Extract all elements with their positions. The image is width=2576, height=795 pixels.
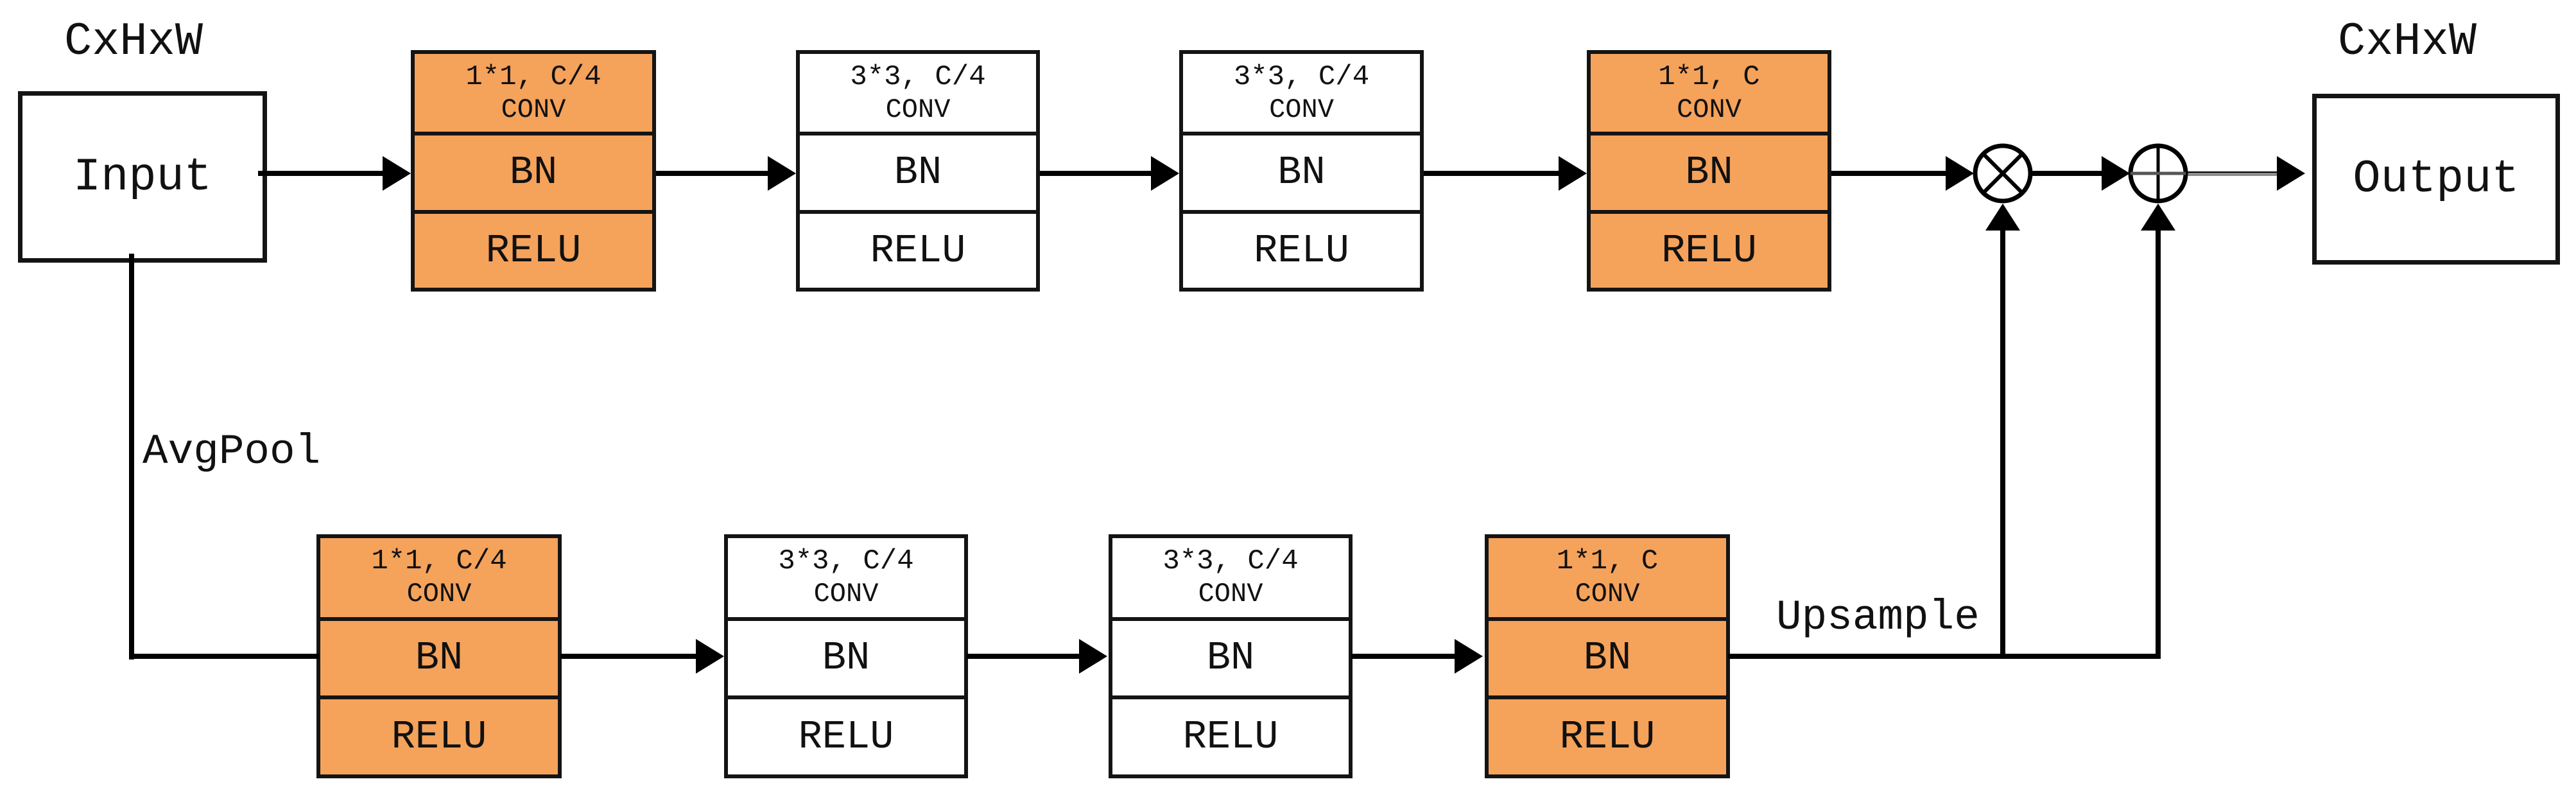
conv-block-bottom-4: 1*1, C CONV BN RELU bbox=[1485, 534, 1730, 778]
conv-label: CONV bbox=[813, 579, 879, 610]
arrowhead-up-icon bbox=[2141, 204, 2175, 231]
bn-row: BN bbox=[1183, 132, 1420, 209]
arrow-block4-to-multiply bbox=[1831, 171, 1948, 176]
arrowhead-icon bbox=[2102, 156, 2130, 191]
arrow-block5-to-block6 bbox=[560, 654, 698, 659]
arrowhead-up-icon bbox=[1985, 204, 2020, 231]
add-operator-icon bbox=[2128, 143, 2188, 204]
arrowhead-icon bbox=[1946, 156, 1974, 191]
input-box-label: Input bbox=[73, 150, 212, 204]
arrow-multiply-to-add bbox=[2030, 171, 2104, 176]
conv-label: CONV bbox=[885, 94, 951, 125]
bn-row: BN bbox=[415, 132, 652, 209]
conv-label: CONV bbox=[1677, 94, 1742, 125]
conv-block-bottom-3: 3*3, C/4 CONV BN RELU bbox=[1109, 534, 1353, 778]
relu-row: RELU bbox=[320, 695, 558, 774]
conv-row: 1*1, C/4 CONV bbox=[415, 54, 652, 132]
kernel-size-label: 3*3, C/4 bbox=[850, 60, 986, 93]
relu-row: RELU bbox=[1112, 695, 1349, 774]
conv-block-top-4: 1*1, C CONV BN RELU bbox=[1587, 50, 1831, 292]
conv-row: 3*3, C/4 CONV bbox=[800, 54, 1036, 132]
relu-row: RELU bbox=[1591, 209, 1828, 288]
arrow-input-to-block1 bbox=[258, 171, 385, 176]
arrow-block6-to-block7 bbox=[967, 654, 1082, 659]
arrowhead-icon bbox=[696, 639, 724, 674]
upsample-line bbox=[1728, 654, 2161, 659]
conv-row: 3*3, C/4 CONV bbox=[1112, 538, 1349, 617]
kernel-size-label: 1*1, C bbox=[1658, 60, 1760, 93]
conv-row: 1*1, C/4 CONV bbox=[320, 538, 558, 617]
relu-row: RELU bbox=[415, 209, 652, 288]
arrowhead-icon bbox=[383, 156, 411, 191]
kernel-size-label: 1*1, C/4 bbox=[371, 545, 507, 578]
bn-row: BN bbox=[1112, 616, 1349, 696]
arrow-block7-to-block8 bbox=[1351, 654, 1457, 659]
conv-block-bottom-2: 3*3, C/4 CONV BN RELU bbox=[724, 534, 968, 778]
output-dim-label: CxHxW bbox=[2338, 15, 2477, 68]
arrow-block2-to-block3 bbox=[1040, 171, 1154, 176]
relu-row: RELU bbox=[1489, 695, 1726, 774]
avgpool-branch-line-vertical bbox=[129, 254, 134, 660]
avgpool-edge-label: AvgPool bbox=[143, 428, 321, 476]
upsample-edge-label: Upsample bbox=[1776, 593, 1980, 642]
arrowhead-icon bbox=[1151, 156, 1179, 191]
relu-row: RELU bbox=[800, 209, 1036, 288]
kernel-size-label: 3*3, C/4 bbox=[1233, 60, 1370, 93]
upsample-to-add-line bbox=[2156, 228, 2161, 659]
conv-label: CONV bbox=[406, 579, 472, 610]
conv-label: CONV bbox=[1575, 579, 1640, 610]
arrowhead-icon bbox=[1559, 156, 1587, 191]
relu-row: RELU bbox=[1183, 209, 1420, 288]
arrowhead-icon bbox=[1079, 639, 1107, 674]
kernel-size-label: 1*1, C bbox=[1556, 545, 1659, 578]
arrowhead-icon bbox=[1455, 639, 1483, 674]
input-box: Input bbox=[18, 91, 267, 263]
bn-row: BN bbox=[320, 616, 558, 696]
conv-label: CONV bbox=[501, 94, 566, 125]
input-dim-label: CxHxW bbox=[64, 15, 203, 68]
arrowhead-icon bbox=[2277, 156, 2305, 191]
bn-row: BN bbox=[1489, 616, 1726, 696]
conv-block-top-2: 3*3, C/4 CONV BN RELU bbox=[796, 50, 1040, 292]
kernel-size-label: 3*3, C/4 bbox=[778, 545, 914, 578]
conv-block-top-3: 3*3, C/4 CONV BN RELU bbox=[1179, 50, 1424, 292]
arrow-block3-to-block4 bbox=[1424, 171, 1561, 176]
conv-block-bottom-1: 1*1, C/4 CONV BN RELU bbox=[316, 534, 562, 778]
multiply-operator-icon bbox=[1973, 143, 2033, 204]
conv-row: 1*1, C CONV bbox=[1591, 54, 1828, 132]
conv-block-top-1: 1*1, C/4 CONV BN RELU bbox=[411, 50, 656, 292]
bn-row: BN bbox=[1591, 132, 1828, 209]
arrowhead-icon bbox=[768, 156, 796, 191]
output-box: Output bbox=[2312, 94, 2560, 265]
output-box-label: Output bbox=[2353, 153, 2520, 205]
relu-row: RELU bbox=[728, 695, 964, 774]
avgpool-branch-line-horizontal bbox=[129, 654, 319, 659]
arrow-block1-to-block2 bbox=[656, 171, 770, 176]
conv-label: CONV bbox=[1198, 579, 1263, 610]
conv-row: 3*3, C/4 CONV bbox=[728, 538, 964, 617]
conv-row: 3*3, C/4 CONV bbox=[1183, 54, 1420, 132]
conv-row: 1*1, C CONV bbox=[1489, 538, 1726, 617]
conv-label: CONV bbox=[1269, 94, 1334, 125]
bn-row: BN bbox=[728, 616, 964, 696]
bn-row: BN bbox=[800, 132, 1036, 209]
arrow-add-to-output bbox=[2186, 171, 2279, 176]
kernel-size-label: 3*3, C/4 bbox=[1163, 545, 1299, 578]
kernel-size-label: 1*1, C/4 bbox=[465, 60, 601, 93]
upsample-to-multiply-line bbox=[2000, 228, 2005, 659]
